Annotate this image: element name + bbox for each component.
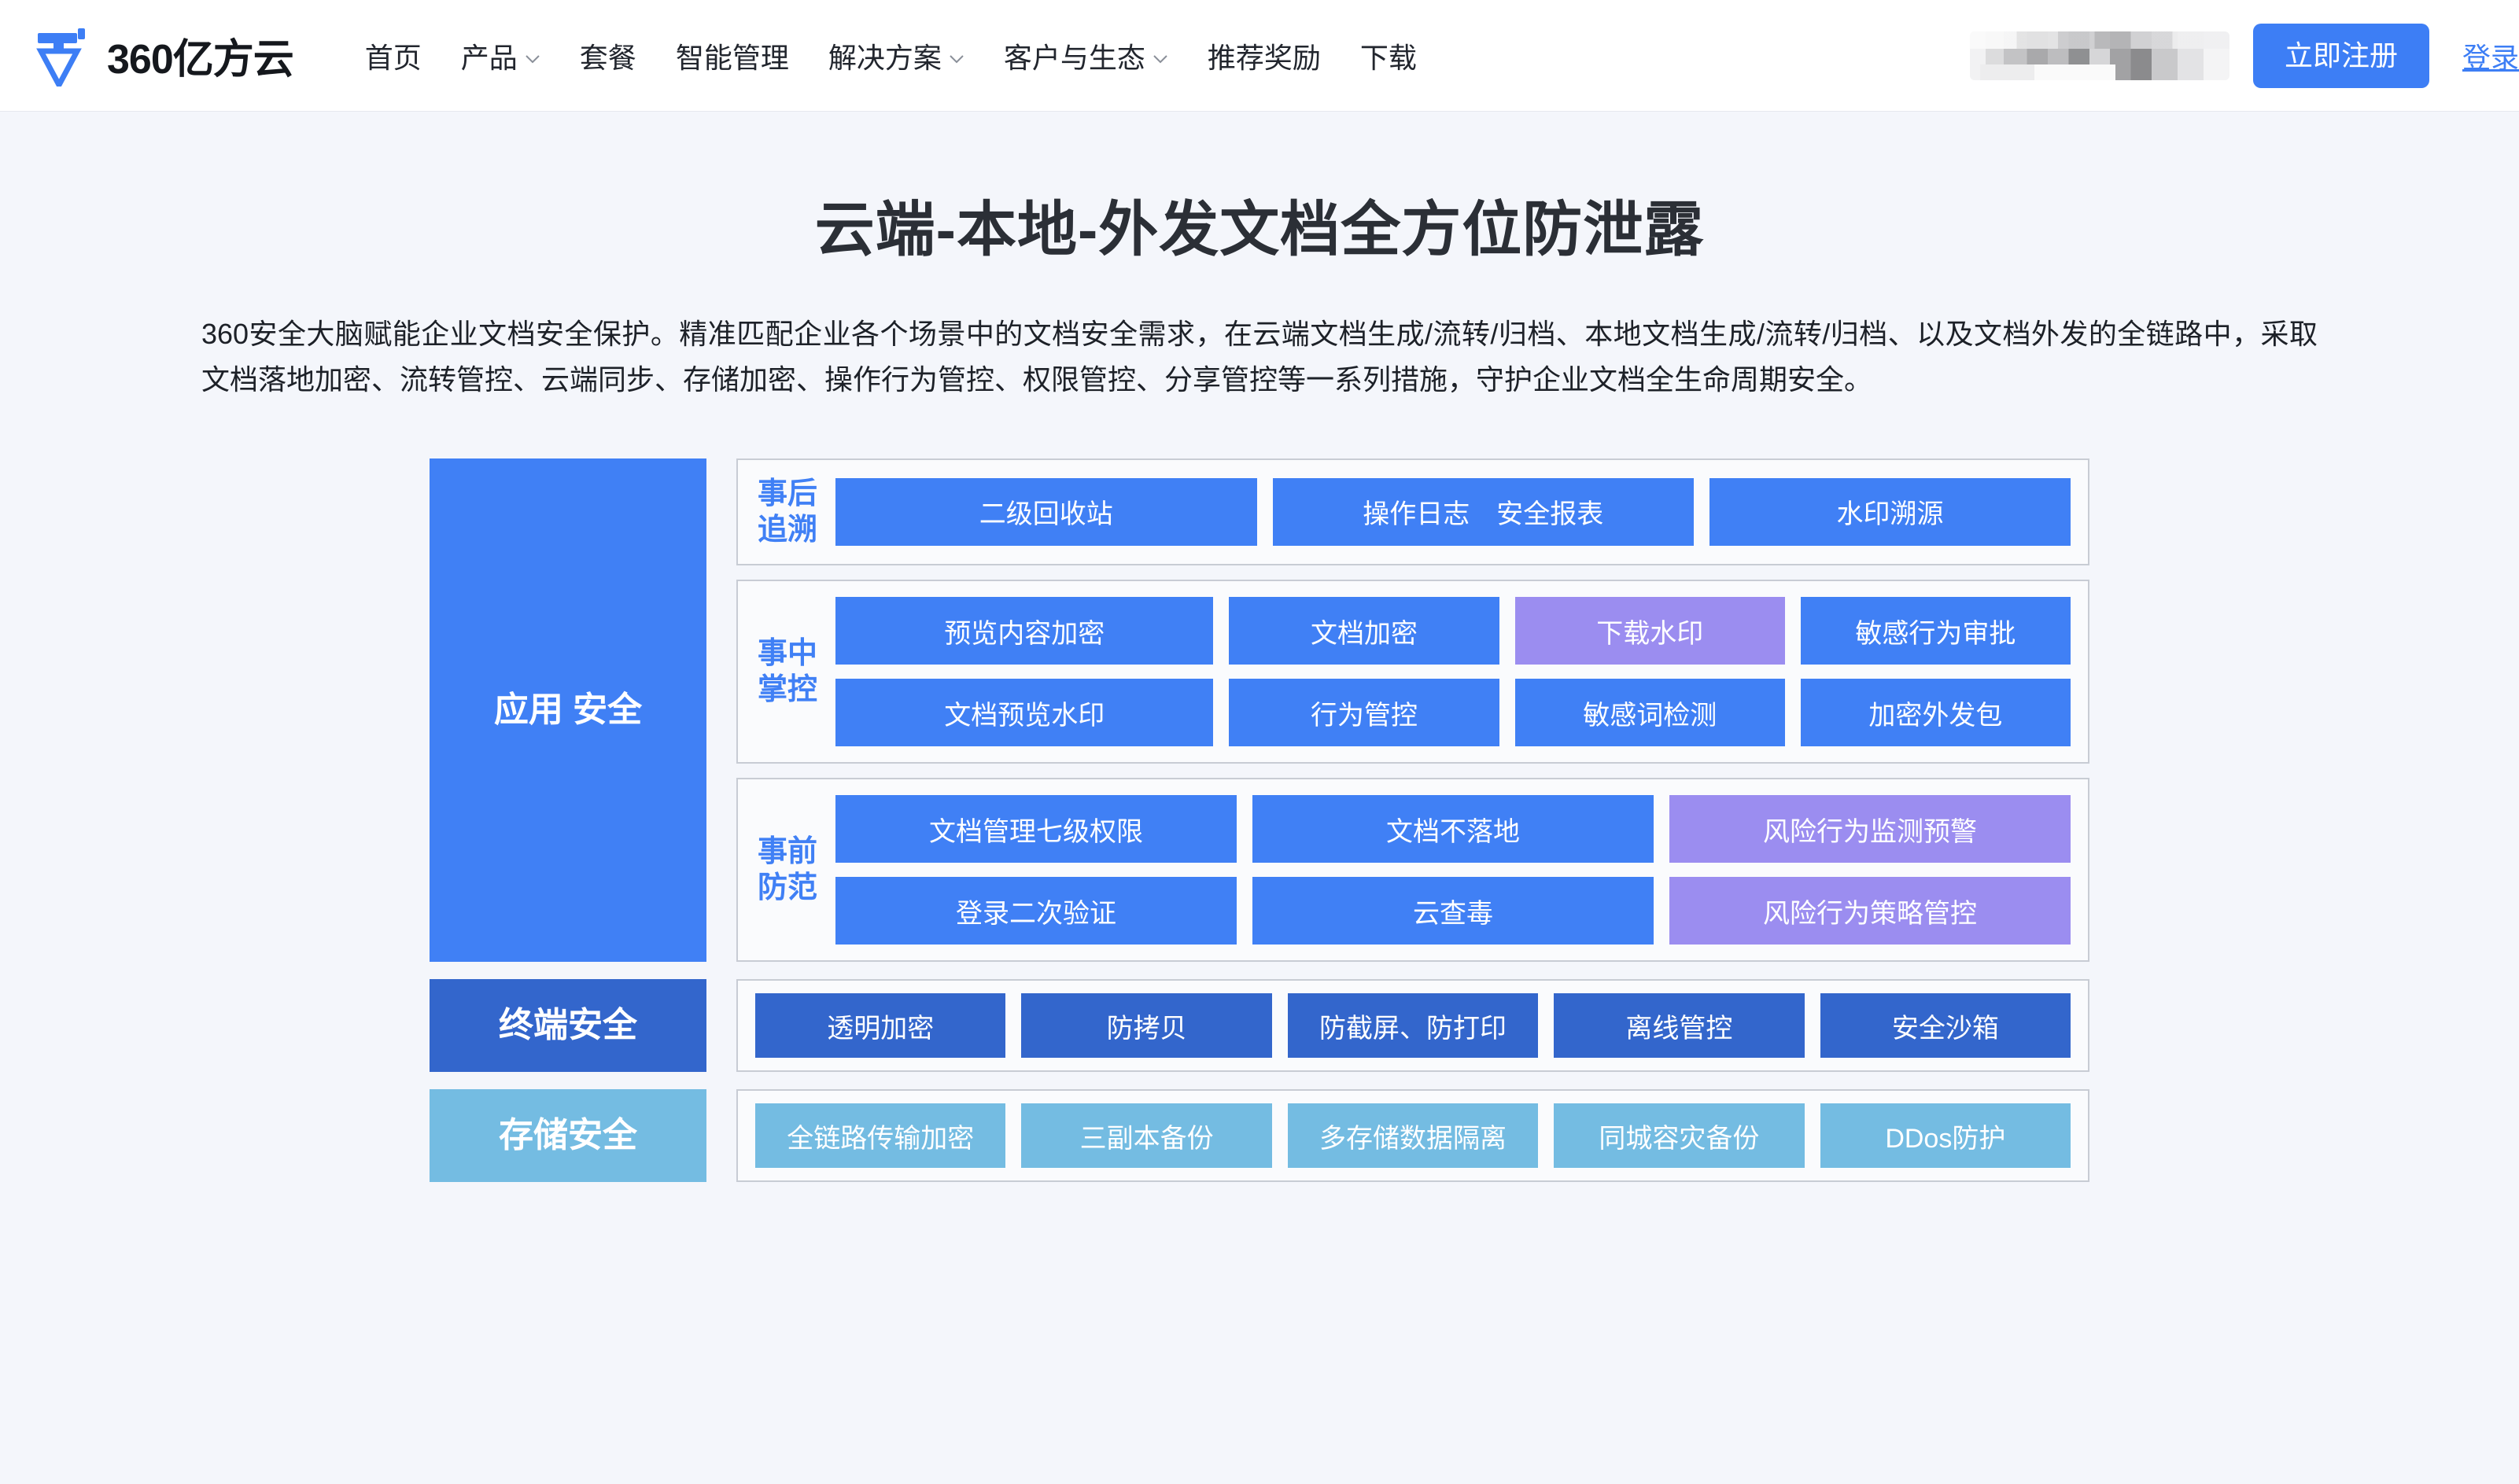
chevron-down-icon <box>949 54 964 64</box>
tile-row: 文档管理七级权限 文档不落地 风险行为监测预警 <box>835 795 2071 864</box>
tile-behavior-control[interactable]: 行为管控 <box>1229 679 1499 747</box>
application-security-section: 应用 安全 事后 追溯 二级回收站 操作日志 安全报表 水印溯源 事中 <box>430 458 2089 963</box>
tile-risk-behavior-monitoring-alert[interactable]: 风险行为监测预警 <box>1669 795 2071 864</box>
header-actions: 立即注册 登录 <box>1969 0 2519 112</box>
application-security-label: 应用 安全 <box>430 458 706 963</box>
tile-encrypted-outbound-package[interactable]: 加密外发包 <box>1800 679 2071 747</box>
nav-item-label: 首页 <box>364 41 422 74</box>
tile-triple-replica-backup[interactable]: 三副本备份 <box>1021 1103 1272 1169</box>
nav-item-referral-rewards[interactable]: 推荐奖励 <box>1188 0 1341 112</box>
tile-preview-content-encryption[interactable]: 预览内容加密 <box>835 597 1214 665</box>
login-link[interactable]: 登录 <box>2462 42 2519 74</box>
tile-seven-level-permissions[interactable]: 文档管理七级权限 <box>835 795 1237 864</box>
tile-sensitive-word-detection[interactable]: 敏感词检测 <box>1514 679 1785 747</box>
nav-item-home[interactable]: 首页 <box>345 0 441 112</box>
tile-sensitive-behavior-approval[interactable]: 敏感行为审批 <box>1800 597 2071 665</box>
panel-tiles: 预览内容加密 文档加密 下载水印 敏感行为审批 文档预览水印 行为管控 敏感词检… <box>835 597 2071 747</box>
tile-no-local-landing[interactable]: 文档不落地 <box>1252 795 1654 864</box>
tile-anti-copy[interactable]: 防拷贝 <box>1021 993 1272 1059</box>
panel-in-process-control: 事中 掌控 预览内容加密 文档加密 下载水印 敏感行为审批 文档预览水印 行为管… <box>736 580 2089 764</box>
tile-operation-log-security-report[interactable]: 操作日志 安全报表 <box>1272 477 1694 546</box>
tile-row: 全链路传输加密 三副本备份 多存储数据隔离 同城容灾备份 DDos防护 <box>755 1103 2071 1169</box>
tile-multi-storage-data-isolation[interactable]: 多存储数据隔离 <box>1287 1103 1539 1169</box>
tile-document-encryption[interactable]: 文档加密 <box>1229 597 1499 665</box>
terminal-security-panel: 透明加密 防拷贝 防截屏、防打印 离线管控 安全沙箱 <box>736 979 2089 1073</box>
tile-secondary-recycle-bin[interactable]: 二级回收站 <box>835 477 1257 546</box>
nav-item-label: 下载 <box>1359 41 1417 74</box>
tile-cloud-antivirus[interactable]: 云查毒 <box>1252 877 1654 945</box>
tile-row: 透明加密 防拷贝 防截屏、防打印 离线管控 安全沙箱 <box>755 993 2071 1059</box>
nav-item-label: 客户与生态 <box>1003 41 1145 74</box>
tile-login-two-factor[interactable]: 登录二次验证 <box>835 877 1237 945</box>
page-description: 360安全大脑赋能企业文档安全保护。精准匹配企业各个场景中的文档安全需求，在云端… <box>201 318 2318 396</box>
nav-item-download[interactable]: 下载 <box>1341 0 1437 112</box>
terminal-security-label: 终端安全 <box>430 979 706 1073</box>
tile-risk-behavior-policy-control[interactable]: 风险行为策略管控 <box>1669 877 2071 945</box>
panel-label: 事后 追溯 <box>757 477 817 547</box>
storage-security-panel: 全链路传输加密 三副本备份 多存储数据隔离 同城容灾备份 DDos防护 <box>736 1089 2089 1183</box>
register-button[interactable]: 立即注册 <box>2252 24 2429 88</box>
storage-security-label: 存储安全 <box>430 1089 706 1183</box>
chevron-down-icon <box>525 54 540 64</box>
nav-item-customers-ecosystem[interactable]: 客户与生态 <box>984 0 1188 112</box>
tile-full-link-transmission-encryption[interactable]: 全链路传输加密 <box>755 1103 1006 1169</box>
brand-logo-group[interactable]: 360亿方云 <box>33 25 294 90</box>
terminal-security-section: 终端安全 透明加密 防拷贝 防截屏、防打印 离线管控 安全沙箱 <box>430 979 2089 1073</box>
tile-row: 二级回收站 操作日志 安全报表 水印溯源 <box>835 477 2071 546</box>
nav-item-label: 智能管理 <box>675 41 789 74</box>
panel-tiles: 二级回收站 操作日志 安全报表 水印溯源 <box>835 477 2071 546</box>
tile-offline-control[interactable]: 离线管控 <box>1554 993 1805 1059</box>
panel-tiles: 文档管理七级权限 文档不落地 风险行为监测预警 登录二次验证 云查毒 风险行为策… <box>835 795 2071 945</box>
nav-item-label: 解决方案 <box>828 41 942 74</box>
nav-item-label: 推荐奖励 <box>1207 41 1321 74</box>
yifangyun-logo-icon <box>33 25 90 90</box>
page-content: 云端-本地-外发文档全方位防泄露 360安全大脑赋能企业文档安全保护。精准匹配企… <box>0 181 2519 1183</box>
tile-transparent-encryption[interactable]: 透明加密 <box>755 993 1006 1059</box>
nav-item-label: 套餐 <box>579 41 636 74</box>
nav-item-packages[interactable]: 套餐 <box>560 0 656 112</box>
site-header: 360亿方云 首页 产品 套餐 智能管理 解决方案 客户与生态 <box>0 0 2519 112</box>
nav-item-solutions[interactable]: 解决方案 <box>809 0 984 112</box>
nav-item-products[interactable]: 产品 <box>441 0 560 112</box>
storage-security-section: 存储安全 全链路传输加密 三副本备份 多存储数据隔离 同城容灾备份 DDos防护 <box>430 1089 2089 1183</box>
brand-name: 360亿方云 <box>107 37 294 83</box>
main-navigation: 首页 产品 套餐 智能管理 解决方案 客户与生态 推荐奖励 <box>345 0 1437 112</box>
tile-row: 预览内容加密 文档加密 下载水印 敏感行为审批 <box>835 597 2071 665</box>
redacted-contact-info <box>1969 31 2229 80</box>
nav-item-label: 产品 <box>460 41 518 74</box>
tile-row: 登录二次验证 云查毒 风险行为策略管控 <box>835 877 2071 945</box>
chevron-down-icon <box>1153 54 1168 64</box>
tile-ddos-protection[interactable]: DDos防护 <box>1820 1103 2071 1169</box>
nav-item-smart-management[interactable]: 智能管理 <box>656 0 809 112</box>
panel-label: 事前 防范 <box>757 834 817 905</box>
tile-same-city-disaster-backup[interactable]: 同城容灾备份 <box>1554 1103 1805 1169</box>
application-security-panels: 事后 追溯 二级回收站 操作日志 安全报表 水印溯源 事中 掌控 预 <box>736 458 2089 963</box>
panel-label: 事中 掌控 <box>757 636 817 707</box>
tile-security-sandbox[interactable]: 安全沙箱 <box>1820 993 2071 1059</box>
security-architecture-diagram: 应用 安全 事后 追溯 二级回收站 操作日志 安全报表 水印溯源 事中 <box>430 458 2089 1183</box>
page-title: 云端-本地-外发文档全方位防泄露 <box>814 197 1705 263</box>
tile-document-preview-watermark[interactable]: 文档预览水印 <box>835 679 1214 747</box>
panel-post-incident-tracing: 事后 追溯 二级回收站 操作日志 安全报表 水印溯源 <box>736 458 2089 566</box>
tile-anti-screenshot-anti-print[interactable]: 防截屏、防打印 <box>1287 993 1539 1059</box>
panel-pre-incident-prevention: 事前 防范 文档管理七级权限 文档不落地 风险行为监测预警 登录二次验证 云查毒… <box>736 778 2089 963</box>
tile-watermark-tracing[interactable]: 水印溯源 <box>1709 477 2071 546</box>
tile-download-watermark[interactable]: 下载水印 <box>1514 597 1785 665</box>
tile-row: 文档预览水印 行为管控 敏感词检测 加密外发包 <box>835 679 2071 747</box>
